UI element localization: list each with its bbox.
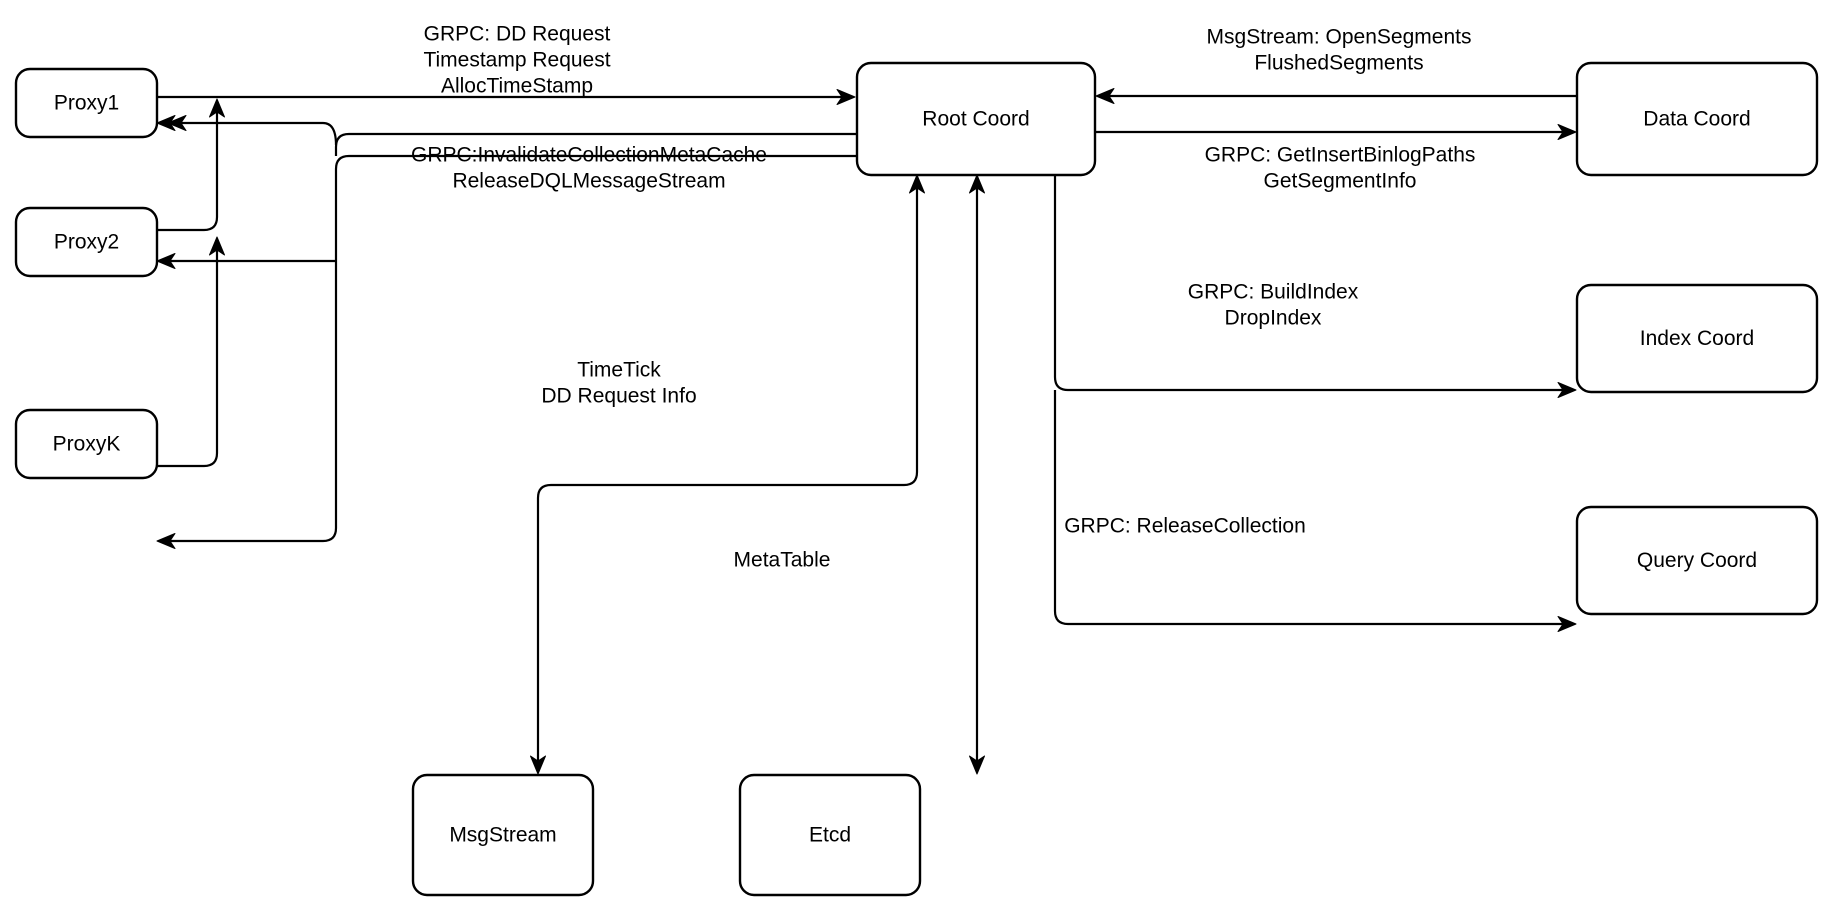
edge-label-root-to-proxy: GRPC:InvalidateCollectionMetaCacheReleas… — [411, 144, 767, 193]
node-etcd[interactable]: Etcd — [738, 773, 922, 897]
node-rootcoord-label: Root Coord — [922, 108, 1029, 131]
edge-bus-branch-proxy1-line — [168, 121, 338, 146]
edge-rootcoord-to-etcd-arrowhead-end — [969, 755, 985, 775]
node-indexcoord-label: Index Coord — [1640, 327, 1754, 350]
edge-label-root-to-querycoord: GRPC: ReleaseCollection — [1064, 515, 1306, 538]
node-msgstream[interactable]: MsgStream — [411, 773, 595, 897]
node-msgstream-box[interactable] — [411, 773, 595, 897]
edge-label-root-to-msgstream-line-0: TimeTick — [577, 359, 661, 382]
edge-proxyk-out-join-arrowhead — [209, 236, 225, 256]
node-proxyk-box[interactable] — [14, 408, 159, 480]
edge-label-datacoord-to-root-line-1: FlushedSegments — [1254, 52, 1423, 75]
edge-rootcoord-to-querycoord-line — [1053, 390, 1566, 626]
edge-proxy2-out-join-line — [157, 110, 219, 232]
edge-rootcoord-to-indexcoord-line — [1053, 176, 1566, 392]
node-proxy2-box[interactable] — [14, 206, 159, 278]
edge-bus-branch-proxy2-arrowhead — [156, 253, 176, 269]
edge-label-root-to-proxy-line-0: GRPC:InvalidateCollectionMetaCache — [411, 144, 767, 167]
node-datacoord[interactable]: Data Coord — [1575, 61, 1819, 177]
edge-label-proxy-to-root-line-1: Timestamp Request — [423, 49, 610, 72]
edge-datacoord-to-rootcoord — [1095, 88, 1577, 104]
edge-proxyk-out-join — [157, 236, 225, 468]
edge-rootcoord-trunk-left-line — [168, 154, 856, 543]
edge-rootcoord-trunk-left — [168, 154, 856, 543]
node-proxyk-label: ProxyK — [53, 433, 121, 456]
edge-label-root-to-etcd-line-0: MetaTable — [734, 549, 831, 572]
edge-rootcoord-to-datacoord-arrowhead — [1557, 124, 1577, 140]
edge-label-datacoord-to-root-line-0: MsgStream: OpenSegments — [1207, 26, 1472, 49]
node-proxy1-label: Proxy1 — [54, 92, 119, 115]
edge-rootcoord-to-msgstream-line — [536, 186, 919, 764]
edge-rootcoord-to-datacoord — [1095, 124, 1577, 140]
node-proxy2-label: Proxy2 — [54, 231, 119, 254]
edge-label-root-to-datacoord-line-0: GRPC: GetInsertBinlogPaths — [1205, 144, 1476, 167]
edge-proxyk-out-join-line — [157, 248, 219, 468]
node-etcd-box[interactable] — [738, 773, 922, 897]
edge-label-root-to-querycoord-line-0: GRPC: ReleaseCollection — [1064, 515, 1306, 538]
edge-rootcoord-to-msgstream-arrowhead-end — [530, 755, 546, 775]
node-querycoord-label: Query Coord — [1637, 549, 1757, 572]
edge-proxy2-out-join — [157, 98, 225, 232]
edge-rootcoord-to-etcd — [969, 174, 985, 775]
node-proxy1-box[interactable] — [14, 67, 159, 139]
edge-label-root-to-indexcoord-line-0: GRPC: BuildIndex — [1188, 281, 1359, 304]
edge-bus-branch-proxyk-arrowhead — [156, 533, 176, 549]
node-datacoord-label: Data Coord — [1643, 108, 1750, 131]
edge-proxy2-out-join-arrowhead — [209, 98, 225, 118]
edge-rootcoord-to-msgstream-arrowhead-start — [909, 174, 925, 194]
node-etcd-label: Etcd — [809, 824, 851, 847]
edge-rootcoord-to-querycoord — [1053, 390, 1577, 632]
edge-label-root-to-msgstream: TimeTick DD Request Info — [541, 359, 696, 408]
node-querycoord-box[interactable] — [1575, 505, 1819, 616]
edge-label-root-to-msgstream-line-1: DD Request Info — [541, 385, 696, 408]
edge-bus-branch-proxyk — [156, 533, 176, 549]
edge-label-root-to-datacoord-line-1: GetSegmentInfo — [1264, 170, 1417, 193]
node-rootcoord[interactable]: Root Coord — [855, 61, 1097, 177]
edge-bus-branch-proxy1-arrowhead — [156, 115, 176, 131]
node-rootcoord-box[interactable] — [855, 61, 1097, 177]
edge-rootcoord-to-indexcoord — [1053, 176, 1577, 398]
edge-rootcoord-to-querycoord-arrowhead — [1557, 616, 1577, 632]
node-proxyk[interactable]: ProxyK — [14, 408, 159, 480]
edge-label-proxy-to-root-line-0: GRPC: DD Request — [424, 23, 611, 46]
edge-label-root-to-indexcoord-line-1: DropIndex — [1225, 307, 1322, 330]
edge-rootcoord-to-etcd-arrowhead-start — [969, 174, 985, 194]
edge-rootcoord-to-proxy1-line — [334, 132, 856, 156]
node-querycoord[interactable]: Query Coord — [1575, 505, 1819, 616]
edge-bus-branch-proxy1 — [156, 115, 338, 146]
edge-label-root-to-proxy-line-1: ReleaseDQLMessageStream — [452, 170, 725, 193]
edge-proxy1-out-to-rootcoord — [157, 89, 856, 105]
edge-proxy1-out-to-rootcoord-arrowhead — [836, 89, 856, 105]
edge-rootcoord-to-indexcoord-arrowhead — [1557, 382, 1577, 398]
edges-layer — [156, 88, 1577, 775]
node-msgstream-label: MsgStream — [449, 824, 556, 847]
node-indexcoord[interactable]: Index Coord — [1575, 283, 1819, 394]
edge-rootcoord-to-msgstream — [530, 174, 925, 775]
node-datacoord-box[interactable] — [1575, 61, 1819, 177]
node-indexcoord-box[interactable] — [1575, 283, 1819, 394]
node-proxy2[interactable]: Proxy2 — [14, 206, 159, 278]
edge-datacoord-to-rootcoord-arrowhead — [1095, 88, 1115, 104]
edge-bus-branch-proxy2 — [156, 253, 336, 269]
node-proxy1[interactable]: Proxy1 — [14, 67, 159, 139]
edge-label-proxy-to-root-line-2: AllocTimeStamp — [441, 75, 593, 98]
edge-label-root-to-etcd: MetaTable — [734, 549, 831, 572]
